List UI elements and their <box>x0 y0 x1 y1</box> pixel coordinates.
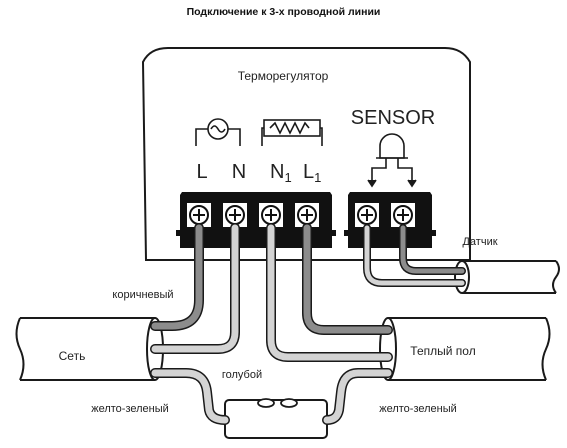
terminal-label-l1: L1 <box>303 161 321 185</box>
sensor-cable-label: Датчик <box>462 236 497 248</box>
sensor-icon <box>367 133 417 188</box>
blue-wire-label: голубой <box>222 369 262 381</box>
terminal-label-n: N <box>232 161 246 183</box>
terminal-label-l: L <box>196 161 207 183</box>
terminal-label-l1-base: L <box>303 161 314 183</box>
yellow-green-right-label: желто-зеленый <box>379 403 457 415</box>
thermostat-label: Терморегулятор <box>238 69 329 83</box>
earth-junction-connector <box>224 398 328 439</box>
ac-source-icon <box>195 118 241 146</box>
sensor-wires <box>363 224 466 287</box>
heated-floor-label: Теплый пол <box>410 344 475 358</box>
terminal-label-n1: N1 <box>270 161 292 185</box>
heated-floor-cable <box>379 317 551 381</box>
terminal-label-n1-base: N <box>270 161 284 183</box>
yellow-green-left-label: желто-зеленый <box>91 403 169 415</box>
terminal-label-l1-sub: 1 <box>314 170 321 185</box>
network-cable-label: Сеть <box>59 349 86 363</box>
network-cable <box>15 317 164 381</box>
brown-wire-label: коричневый <box>112 289 173 301</box>
sensor-label: SENSOR <box>351 107 435 129</box>
screw-terminal-sensor-2 <box>389 201 417 229</box>
heating-element-icon <box>261 119 323 146</box>
diagram-title: Подключение к 3-х проводной линии <box>186 6 381 18</box>
sensor-cable <box>454 260 560 294</box>
supply-wires <box>150 223 393 362</box>
earth-wires <box>150 368 393 425</box>
terminal-label-n1-sub: 1 <box>284 170 291 185</box>
